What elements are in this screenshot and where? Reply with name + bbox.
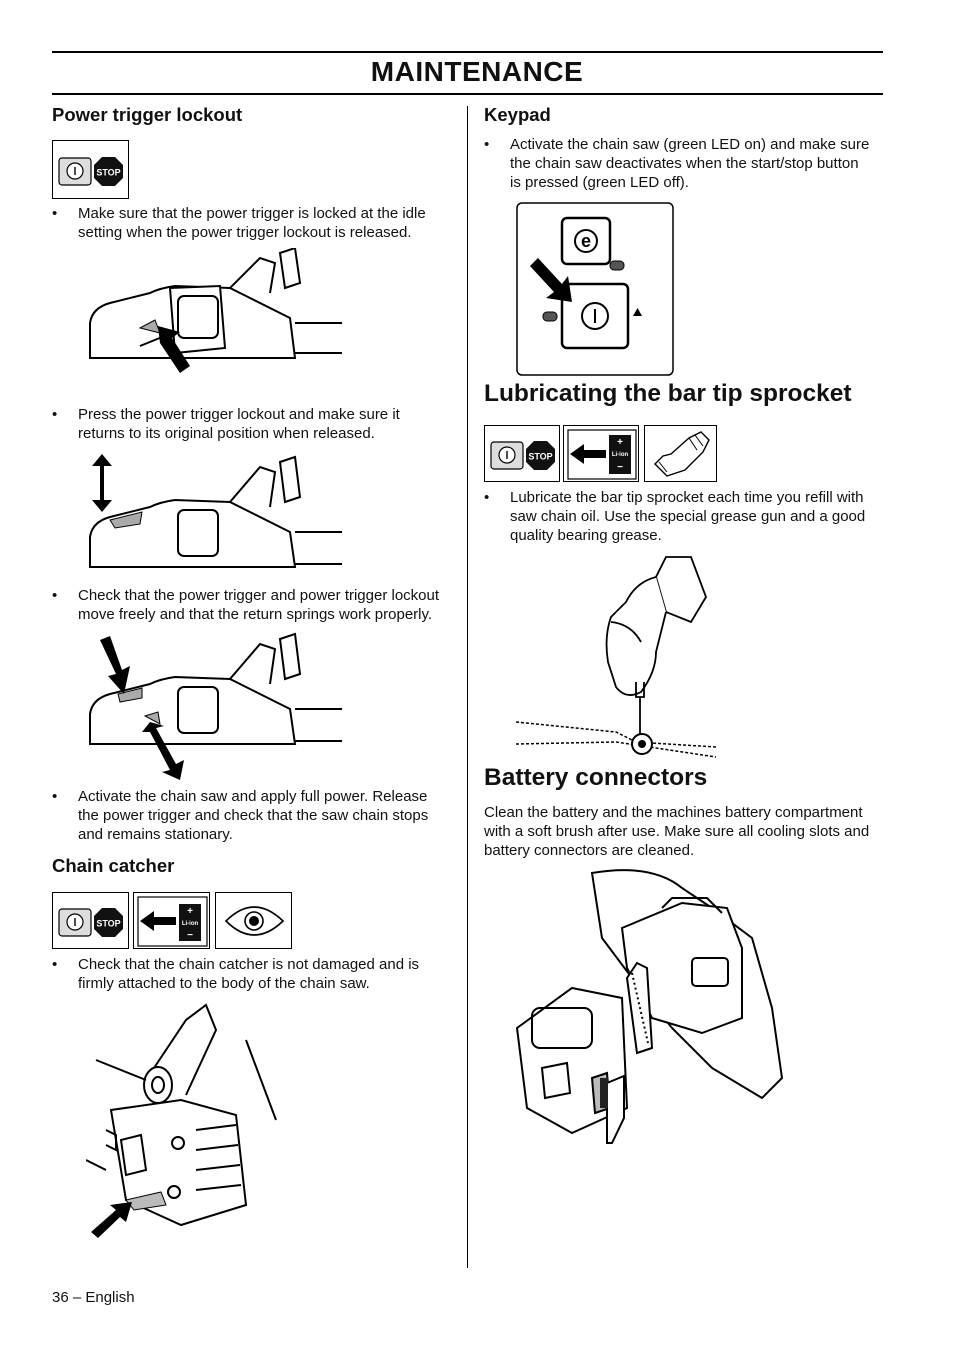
svg-text:STOP: STOP: [96, 919, 120, 929]
stop-switch-icon: STOP: [484, 425, 560, 482]
svg-text:Li-ion: Li-ion: [612, 452, 629, 458]
svg-text:STOP: STOP: [528, 452, 552, 462]
header-top-rule: [52, 51, 883, 53]
trigger-lockout-illustration-3: [89, 632, 342, 780]
battery-connectors-heading: Battery connectors: [484, 764, 708, 791]
svg-text:e: e: [581, 231, 591, 251]
trigger-lockout-illustration-1: [89, 248, 342, 373]
power-trigger-heading: Power trigger lockout: [52, 104, 243, 125]
svg-text:+: +: [187, 906, 193, 917]
battery-connectors-paragraph: Clean the battery and the machines batte…: [484, 804, 870, 859]
header-bottom-rule: [52, 93, 883, 95]
svg-text:+: +: [617, 437, 623, 448]
keypad-illustration: e: [516, 202, 674, 376]
glove-icon: [644, 425, 717, 482]
eye-inspect-icon: [215, 892, 292, 949]
svg-text:−: −: [187, 930, 193, 941]
page-number: 36 – English: [52, 1289, 135, 1306]
keypad-heading: Keypad: [484, 104, 551, 125]
greasing-illustration: [516, 556, 716, 758]
stop-label: STOP: [96, 168, 120, 178]
chain-catcher-illustration: [86, 1003, 277, 1238]
stop-switch-icon: STOP: [52, 140, 129, 199]
battery-connectors-illustration: [515, 869, 784, 1144]
page-title: MAINTENANCE: [370, 56, 584, 87]
chain-catcher-heading: Chain catcher: [52, 855, 175, 876]
svg-text:Li-ion: Li-ion: [182, 921, 199, 927]
lubricating-heading: Lubricating the bar tip sprocket: [484, 380, 852, 407]
stop-switch-icon: STOP: [52, 892, 129, 949]
remove-battery-icon: + Li-ion −: [563, 425, 639, 482]
svg-text:−: −: [617, 462, 623, 473]
remove-battery-icon: + Li-ion −: [133, 892, 210, 949]
trigger-lockout-illustration-2: [89, 454, 342, 568]
column-divider: [467, 106, 468, 1268]
